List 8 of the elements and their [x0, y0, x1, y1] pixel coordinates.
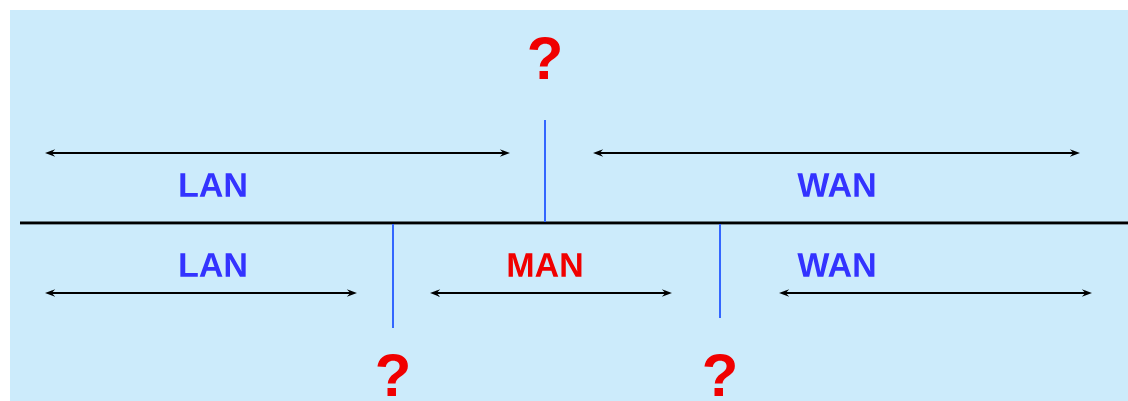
- network-label: LAN: [180, 173, 246, 197]
- question-mark: ?: [377, 354, 408, 396]
- network-label: WAN: [797, 173, 875, 197]
- question-mark: ?: [704, 354, 735, 396]
- network-label: MAN: [508, 253, 582, 277]
- network-label: LAN: [180, 253, 246, 277]
- question-mark: ?: [529, 37, 560, 79]
- network-label: WAN: [797, 253, 875, 277]
